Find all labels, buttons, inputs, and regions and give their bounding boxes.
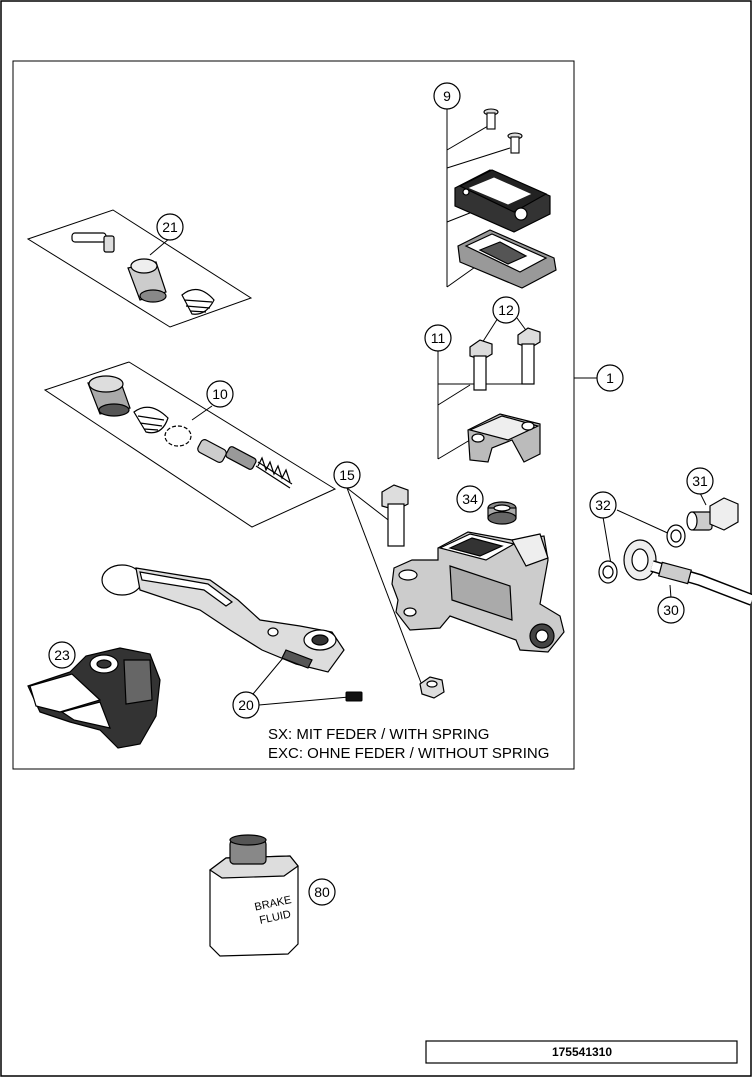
kit-10-parts xyxy=(87,375,293,489)
callout-23-label: 23 xyxy=(54,647,70,663)
brake-lever xyxy=(101,564,345,673)
callout-9-label: 9 xyxy=(443,88,451,104)
banjo-bolt-31 xyxy=(686,497,739,531)
callout-11-label: 11 xyxy=(431,330,446,346)
callout-15: 15 xyxy=(333,461,361,489)
reservoir-cap xyxy=(454,169,551,233)
assembly-box xyxy=(12,60,575,770)
callout-11: 11 xyxy=(424,324,452,352)
bottle-label: BRAKE FLUID xyxy=(254,894,293,927)
callout-12-label: 12 xyxy=(498,302,514,318)
callout-32-label: 32 xyxy=(595,497,611,513)
bolts-12 xyxy=(469,327,541,391)
callout-34: 34 xyxy=(456,485,484,513)
drawing-number: 175541310 xyxy=(552,1045,612,1059)
callout-15-label: 15 xyxy=(339,467,355,483)
callout-32: 32 xyxy=(589,491,617,519)
drawing-number-box xyxy=(425,1040,738,1064)
callout-30-label: 30 xyxy=(663,602,679,618)
brake-fluid-bottle xyxy=(208,834,299,957)
callout-31: 31 xyxy=(686,467,714,495)
callout-1-label: 1 xyxy=(606,370,614,386)
plug-34 xyxy=(487,501,517,525)
callout-10-label: 10 xyxy=(212,386,228,402)
bolt-15 xyxy=(381,484,409,547)
callout-23: 23 xyxy=(48,641,76,669)
kit-21-parts xyxy=(71,232,215,315)
kit-panel-10 xyxy=(43,361,337,528)
callout-20: 20 xyxy=(232,691,260,719)
callout-30: 30 xyxy=(657,596,685,624)
brake-hose xyxy=(623,539,752,606)
callout-20-label: 20 xyxy=(238,697,254,713)
lever-guard xyxy=(27,647,161,749)
clamp-11 xyxy=(467,413,541,463)
callout-10: 10 xyxy=(206,380,234,408)
lever-pin xyxy=(345,691,363,702)
callout-9: 9 xyxy=(433,82,461,110)
note-without-spring: EXC: OHNE FEDER / WITHOUT SPRING xyxy=(268,745,549,762)
callout-34-label: 34 xyxy=(462,491,478,507)
kit-panel-21 xyxy=(26,209,253,328)
callout-21-label: 21 xyxy=(162,219,178,235)
note-with-spring: SX: MIT FEDER / WITH SPRING xyxy=(268,726,489,743)
callout-1: 1 xyxy=(596,364,624,392)
callout-80-label: 80 xyxy=(314,884,330,900)
diaphragm xyxy=(457,229,557,289)
callout-12: 12 xyxy=(492,296,520,324)
leader-lines xyxy=(149,108,707,706)
washers-32 xyxy=(598,524,686,584)
callout-21: 21 xyxy=(156,213,184,241)
master-cylinder xyxy=(391,531,565,653)
callout-31-label: 31 xyxy=(692,473,708,489)
nut-15 xyxy=(419,676,445,699)
screws-9 xyxy=(483,108,523,154)
callout-80: 80 xyxy=(308,878,336,906)
